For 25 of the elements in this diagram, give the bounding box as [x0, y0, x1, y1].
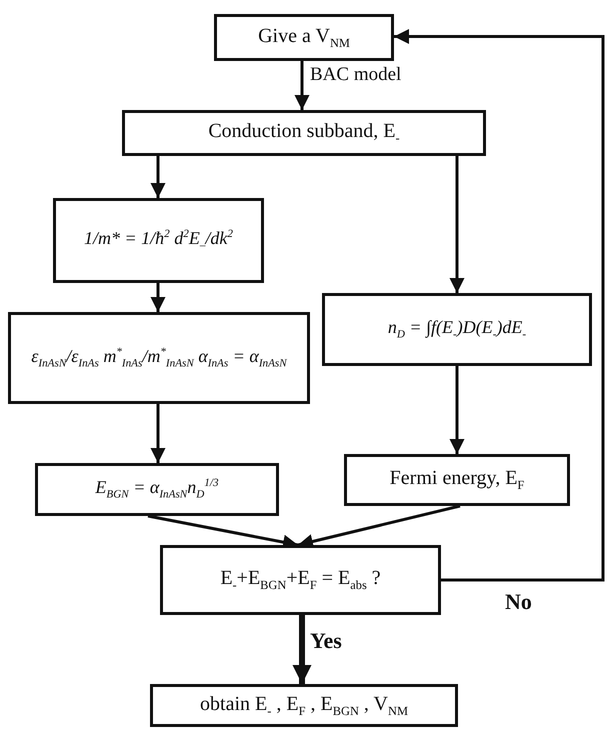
process-box [160, 545, 441, 615]
box-text: Conduction subband, E$_{-}$ [208, 120, 400, 146]
formula-text: 1/m* = 1/ħ$^{2}$ d$^{2}$E$_{–}$/dk$^{2}$ [84, 228, 233, 253]
formula-box [35, 463, 279, 516]
arrow [150, 283, 166, 312]
arrow [150, 404, 166, 463]
arrow [292, 615, 312, 684]
formula-box [8, 312, 310, 404]
process-box [344, 454, 570, 506]
arrow [394, 29, 604, 582]
formula-text: n$_{D}$ = ∫f(E$_{-}$)D(E$_{-}$)dE$_{-}$ [388, 317, 526, 342]
arrow [450, 366, 464, 454]
arrow [450, 156, 464, 293]
box-text: Give a V$_{NM}$ [258, 24, 350, 50]
box-text: Fermi energy, E$_{F}$ [390, 467, 524, 493]
formula-text: ε$_{InAsN}$/ε$_{InAs}$ m$^{*}$$_{InAs}$/m$^{*}$$_{InAsN}$ α$_{InAs}$ = α$_{InAsN}$ [31, 346, 287, 370]
arrow [150, 156, 166, 198]
formula-box [53, 198, 264, 283]
process-box [122, 110, 486, 156]
box-text: E$_{-}$+E$_{BGN}$+E$_{F}$ = E$_{abs}$ ? [220, 567, 381, 593]
process-box [150, 684, 458, 727]
box-text: obtain E$_{-}$ , E$_{F}$ , E$_{BGN}$ , V$_{NM}$ [200, 692, 408, 718]
arrow [294, 61, 310, 110]
process-box [214, 14, 394, 61]
formula-box [322, 293, 592, 366]
